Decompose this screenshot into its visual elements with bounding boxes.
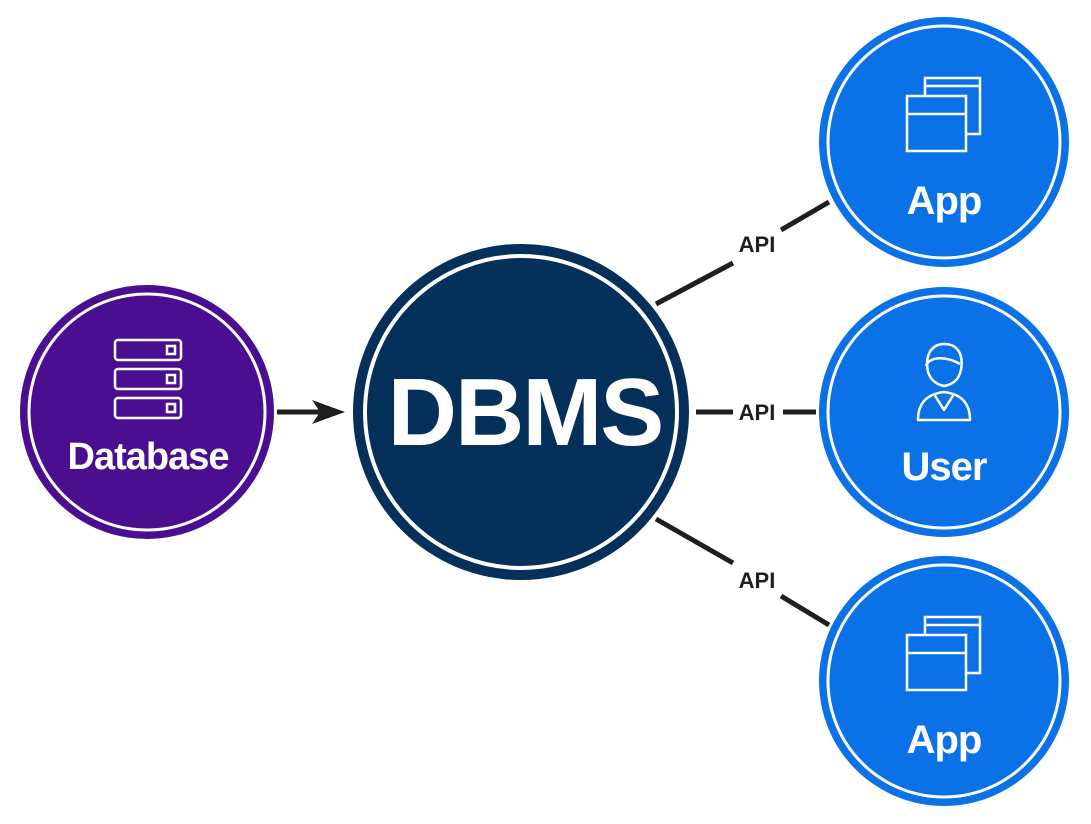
database-to-dbms-arrow bbox=[277, 400, 345, 424]
api-label-middle: API bbox=[739, 400, 776, 425]
api-label-bottom: API bbox=[739, 568, 776, 593]
api-label-top: API bbox=[739, 232, 776, 257]
api-connector-middle: API bbox=[696, 400, 816, 425]
user-label: User bbox=[902, 445, 987, 489]
app-node-top: App bbox=[819, 17, 1069, 267]
database-label: Database bbox=[68, 436, 229, 478]
app-node-bottom: App bbox=[819, 556, 1069, 806]
user-node: User bbox=[819, 287, 1069, 537]
app-bottom-label: App bbox=[907, 718, 982, 762]
api-connector-bottom: API bbox=[654, 516, 831, 628]
arrowhead-icon bbox=[312, 400, 345, 424]
api-connector-top: API bbox=[654, 199, 831, 307]
dbms-label: DBMS bbox=[388, 359, 663, 466]
app-top-label: App bbox=[907, 179, 982, 223]
database-node: Database bbox=[20, 285, 274, 539]
app-windows-icon bbox=[905, 76, 982, 153]
server-stack-icon bbox=[113, 338, 183, 420]
dbms-node: DBMS bbox=[353, 244, 689, 580]
user-icon bbox=[916, 342, 972, 422]
app-windows-icon bbox=[905, 615, 982, 692]
